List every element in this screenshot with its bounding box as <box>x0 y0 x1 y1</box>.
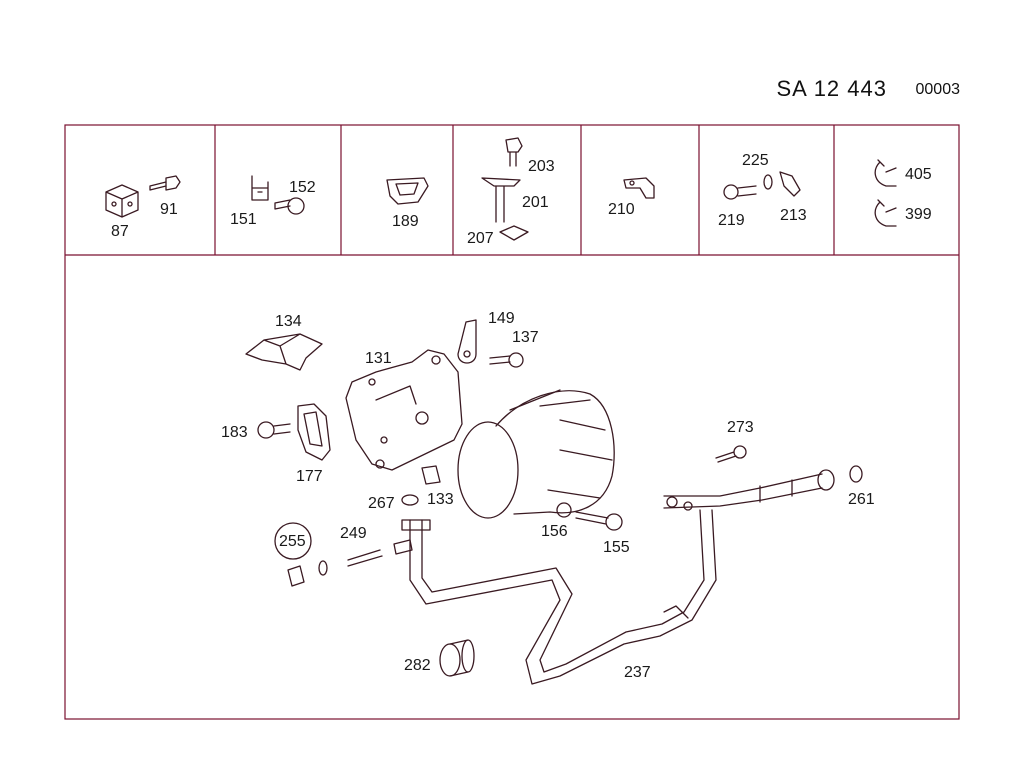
part-249-valve <box>347 539 413 567</box>
part-number-267: 267 <box>368 495 395 512</box>
part-137-bolt <box>489 352 524 368</box>
part-177-gasket <box>297 403 331 461</box>
part-number-91: 91 <box>160 201 178 218</box>
part-203-bolt <box>505 137 523 167</box>
part-number-273: 273 <box>727 419 754 436</box>
part-number-213: 213 <box>780 207 807 224</box>
diagram-frame <box>64 124 960 720</box>
top-row-labels: 87 91 151 152 189 203 201 207 210 225 219 213 405 399 <box>111 152 932 247</box>
part-156-washer <box>556 502 572 518</box>
part-number-177: 177 <box>296 468 323 485</box>
part-number-155: 155 <box>603 539 630 556</box>
part-155-bolt <box>575 511 623 531</box>
part-number-201: 201 <box>522 194 549 211</box>
part-number-131: 131 <box>365 350 392 367</box>
part-405-clamp <box>874 159 897 187</box>
part-number-261: 261 <box>848 491 875 508</box>
part-183-bolt <box>257 421 291 439</box>
part-number-87: 87 <box>111 223 129 240</box>
part-219-bolt <box>723 184 757 200</box>
part-189-clip <box>386 177 429 205</box>
part-225-washer <box>763 174 773 190</box>
part-399-clamp <box>874 199 897 227</box>
part-hose-upper <box>663 469 835 511</box>
part-210-bracket <box>623 177 655 199</box>
part-number-237: 237 <box>624 664 651 681</box>
part-number-134: 134 <box>275 313 302 330</box>
part-213-clip <box>779 171 801 197</box>
part-134-bracket <box>245 333 323 371</box>
part-237-hose <box>401 509 717 685</box>
sheet-number: SA 12 443 <box>776 76 887 101</box>
part-number-399: 399 <box>905 206 932 223</box>
sheet-code: 00003 <box>915 81 961 98</box>
part-number-249: 249 <box>340 525 367 542</box>
part-201-strap <box>481 177 521 223</box>
part-149-bracket <box>457 319 477 364</box>
part-number-207: 207 <box>467 230 494 247</box>
part-273-bolt <box>715 445 747 463</box>
part-number-405: 405 <box>905 166 932 183</box>
part-151-bracket <box>251 175 269 201</box>
part-number-203: 203 <box>528 158 555 175</box>
part-number-156: 156 <box>541 523 568 540</box>
part-number-151: 151 <box>230 211 257 228</box>
part-87-block <box>105 184 139 218</box>
part-number-183: 183 <box>221 424 248 441</box>
part-number-137: 137 <box>512 329 539 346</box>
part-number-219: 219 <box>718 212 745 229</box>
part-number-152: 152 <box>289 179 316 196</box>
part-number-225: 225 <box>742 152 769 169</box>
part-152-bolt <box>274 197 305 215</box>
part-number-133: 133 <box>427 491 454 508</box>
part-number-210: 210 <box>608 201 635 218</box>
part-282-sleeve <box>439 639 475 677</box>
part-261-oring <box>849 465 863 483</box>
part-number-282: 282 <box>404 657 431 674</box>
part-number-255: 255 <box>279 533 306 550</box>
part-131-mount <box>345 349 463 471</box>
part-133-spacer <box>421 465 441 485</box>
part-number-149: 149 <box>488 310 515 327</box>
part-267-washer <box>401 494 419 506</box>
part-number-189: 189 <box>392 213 419 230</box>
part-255-callout <box>274 522 328 587</box>
part-91-bolt <box>149 175 181 191</box>
part-compressor <box>457 389 615 519</box>
part-207-nut <box>499 225 529 241</box>
main-labels: 134 149 137 131 183 177 273 261 267 133 156 155 255 2… <box>221 310 875 681</box>
